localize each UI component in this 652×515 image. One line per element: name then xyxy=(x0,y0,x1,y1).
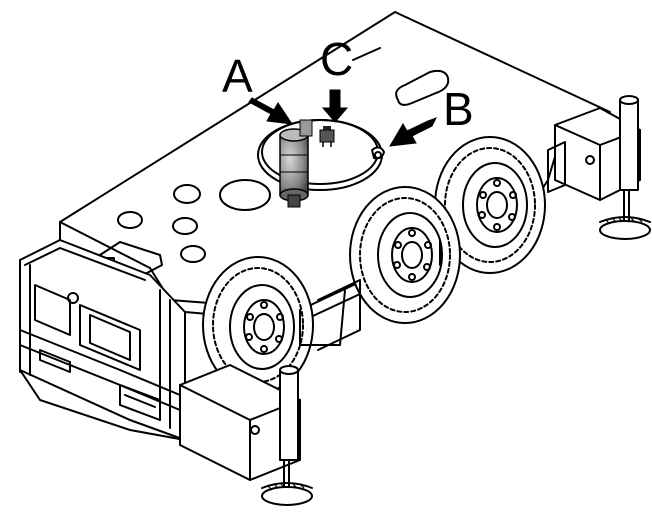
arrow-b xyxy=(389,117,438,147)
front-wheel xyxy=(202,256,314,394)
middle-wheel xyxy=(349,186,461,324)
deck-hole xyxy=(117,211,143,229)
component-a-cylinder xyxy=(279,119,313,208)
chassis-frame xyxy=(299,239,441,351)
rear-wheel xyxy=(434,136,546,274)
label-c: C xyxy=(320,33,353,85)
arrow-c xyxy=(321,89,349,123)
arrow-a xyxy=(248,97,294,125)
deck-hole xyxy=(173,184,201,204)
front-jack-foot xyxy=(261,486,313,506)
rear-jack-foot xyxy=(599,220,651,240)
front-jack-cylinder xyxy=(279,369,299,461)
label-b: B xyxy=(443,83,474,135)
front-structure xyxy=(19,239,186,441)
rear-jack-cylinder xyxy=(619,99,639,191)
deck-hole xyxy=(180,245,206,263)
deck-slot xyxy=(395,69,450,106)
label-a: A xyxy=(222,50,253,102)
deck-hole xyxy=(172,217,198,235)
rear-outrigger xyxy=(547,95,651,240)
component-c-connector xyxy=(319,126,335,147)
hose-ring xyxy=(257,119,385,191)
deck-oval-large xyxy=(219,179,271,211)
front-outrigger xyxy=(179,364,313,506)
